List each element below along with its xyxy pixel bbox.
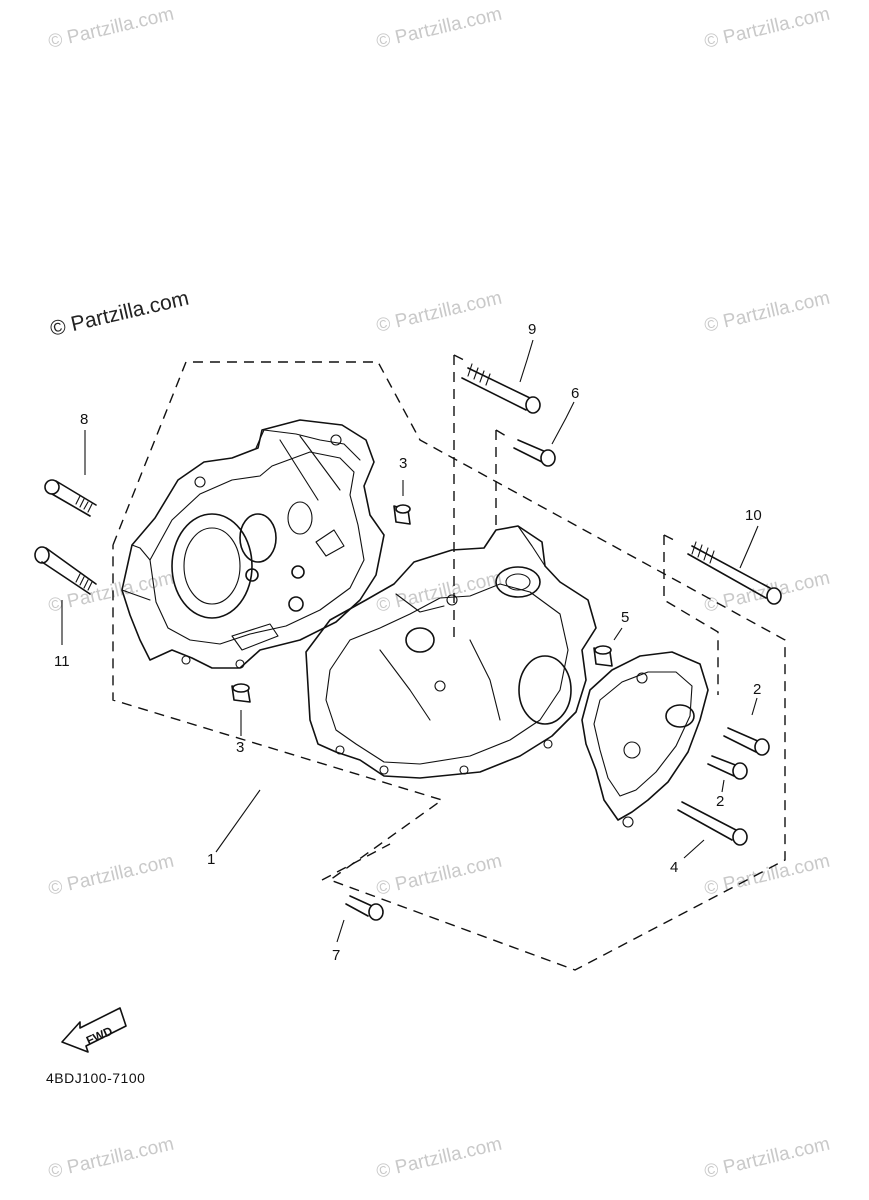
watermark-tile: © Partzilla.com bbox=[702, 851, 831, 900]
watermark-tile: © Partzilla.com bbox=[374, 851, 503, 900]
callout-5: 5 bbox=[621, 609, 629, 626]
callout-2-upper: 2 bbox=[753, 681, 761, 698]
callout-8: 8 bbox=[80, 411, 88, 428]
dowel-5 bbox=[593, 645, 613, 667]
watermark-tile: © Partzilla.com bbox=[46, 4, 175, 53]
watermark-tile: © Partzilla.com bbox=[374, 1134, 503, 1183]
callout-2-lower: 2 bbox=[716, 793, 724, 810]
fwd-arrow-icon: FWD bbox=[61, 1007, 127, 1053]
watermark-tile: © Partzilla.com bbox=[46, 851, 175, 900]
bolt-11 bbox=[34, 546, 97, 595]
watermark-tile: © Partzilla.com bbox=[374, 568, 503, 617]
bolt-8 bbox=[44, 479, 97, 517]
watermark-tile: © Partzilla.com bbox=[374, 4, 503, 53]
callout-10: 10 bbox=[745, 507, 762, 524]
small-cover bbox=[581, 651, 709, 828]
callout-1: 1 bbox=[207, 851, 215, 868]
bolt-4 bbox=[677, 801, 748, 846]
watermark-main: © Partzilla.com bbox=[48, 287, 191, 341]
assembly-outline bbox=[112, 354, 786, 971]
callout-3-upper: 3 bbox=[399, 455, 407, 472]
bolt-10 bbox=[687, 541, 782, 605]
watermark-tile: © Partzilla.com bbox=[46, 568, 175, 617]
watermark-tile: © Partzilla.com bbox=[374, 288, 503, 337]
dowel-3-upper bbox=[393, 504, 411, 525]
callout-9: 9 bbox=[528, 321, 536, 338]
diagram-code: 4BDJ100-7100 bbox=[46, 1070, 145, 1086]
left-crankcase bbox=[121, 419, 385, 669]
callout-11: 11 bbox=[54, 653, 70, 670]
bolt-7 bbox=[345, 895, 384, 921]
bolt-2-lower bbox=[707, 755, 748, 780]
bolt-2-upper bbox=[723, 727, 770, 756]
callout-labels: 8 11 9 6 3 10 5 2 3 2 1 4 7 bbox=[54, 321, 762, 964]
watermark-tile: © Partzilla.com bbox=[46, 1134, 175, 1183]
callout-7: 7 bbox=[332, 947, 340, 964]
leader-lines bbox=[61, 339, 759, 943]
watermark-tile: © Partzilla.com bbox=[702, 4, 831, 53]
watermark-tiles: © Partzilla.com © Partzilla.com © Partzi… bbox=[46, 4, 831, 1183]
callout-3-lower: 3 bbox=[236, 739, 244, 756]
bolt-9 bbox=[461, 363, 541, 414]
dowel-3-lower bbox=[231, 683, 251, 703]
callout-4: 4 bbox=[670, 859, 678, 876]
callout-6: 6 bbox=[571, 385, 579, 402]
watermark-tile: © Partzilla.com bbox=[702, 1134, 831, 1183]
bolt-6 bbox=[513, 439, 556, 467]
right-crankcase bbox=[305, 525, 597, 779]
watermark-tile: © Partzilla.com bbox=[702, 288, 831, 337]
